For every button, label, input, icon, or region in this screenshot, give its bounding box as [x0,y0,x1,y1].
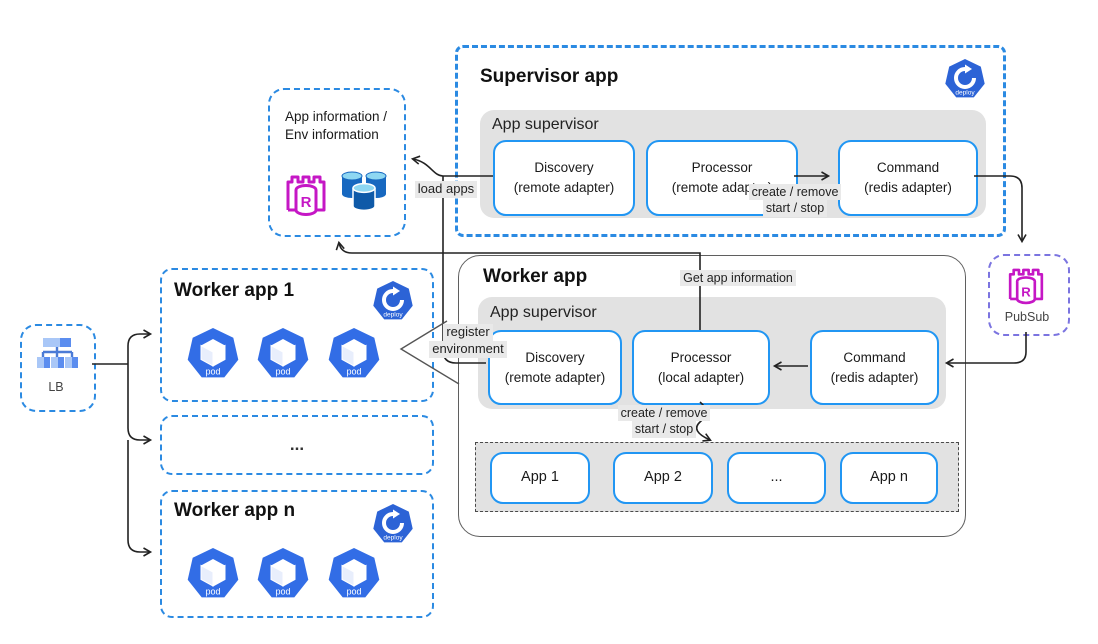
load-balancer-label: LB [48,380,64,394]
load-balancer-icon [37,338,78,368]
get-app-info-label: Get app information [678,270,798,287]
lb-to-workern-line [127,440,153,557]
node-subtitle: (remote adapter) [671,180,773,195]
pubsub-label: PubSub [1004,310,1050,324]
svg-text:pod: pod [275,587,290,597]
deploy-icon: deploy [945,59,985,98]
node-title: Discovery [534,160,594,176]
app-label: App 2 [644,469,682,486]
supervisor-command-node: Command (redis adapter) [838,140,978,216]
worker-group-dots-label: ... [289,435,305,454]
create-remove-supervisor-label: create / remove start / stop [745,184,845,217]
lb-to-dots-line [127,364,153,445]
worker-app-title: Worker app [483,266,588,287]
register-environment-label: register environment [420,324,516,358]
worker-command-node: Command (redis adapter) [810,330,939,405]
worker-section-label: App supervisor [490,304,597,321]
app-dots-node: ... [727,452,826,504]
worker-discovery-node: Discovery (remote adapter) [488,330,622,405]
deploy-icon: deploy [373,281,413,320]
app-label: ... [770,469,783,486]
node-subtitle: (remote adapter) [504,369,606,385]
app-n-node: App n [840,452,938,504]
svg-text:R: R [301,194,312,211]
svg-text:pod: pod [205,587,220,597]
node-title: Command [876,160,940,176]
app-info-line1: App information / [285,109,388,124]
pod-icon: pod [187,328,239,378]
pod-icon: pod [328,328,380,378]
supervisor-discovery-node: Discovery (remote adapter) [493,140,635,216]
worker-group-dots-box: ... [160,415,434,475]
supervisor-app-title: Supervisor app [480,66,619,87]
app-2-node: App 2 [613,452,713,504]
pod-icon: pod [328,548,380,598]
supervisor-section-label: App supervisor [492,116,599,133]
worker-group-1-title: Worker app 1 [174,280,295,301]
pod-icon: pod [257,328,309,378]
worker-processor-node: Processor (local adapter) [632,330,770,405]
node-subtitle: (local adapter) [657,369,745,385]
load-apps-label: load apps [404,181,488,198]
pubsub-redis-icon: R [1008,268,1044,305]
app-info-line2: Env information [285,127,379,143]
node-subtitle: (redis adapter) [864,180,952,195]
app-info-box [268,88,406,237]
pod-icon: pod [257,548,309,598]
svg-text:deploy: deploy [955,90,975,97]
redis-icon: R [286,175,326,216]
svg-text:pod: pod [346,587,361,597]
app-1-node: App 1 [490,452,590,504]
node-subtitle: (remote adapter) [513,180,615,195]
app-label: App 1 [521,469,559,486]
lb-to-worker1-line [127,329,153,364]
app-info-text: App information / Env information [285,108,395,144]
app-label: App n [870,469,908,486]
database-icon [341,171,387,212]
deploy-icon: deploy [373,504,413,543]
worker-group-n-title: Worker app n [174,500,296,521]
svg-text:pod: pod [275,367,290,377]
svg-text:deploy: deploy [383,535,403,542]
node-title: Processor [691,160,753,176]
svg-text:R: R [1021,284,1031,299]
pod-icon: pod [187,548,239,598]
node-title: Command [843,349,906,365]
svg-text:pod: pod [205,367,220,377]
load-apps-arrow [410,155,444,177]
node-title: Processor [670,349,732,365]
create-remove-worker-label: create / remove start / stop [614,405,714,438]
svg-text:deploy: deploy [383,312,403,319]
node-title: Discovery [525,349,585,365]
node-subtitle: (redis adapter) [830,369,919,385]
svg-text:pod: pod [346,367,361,377]
